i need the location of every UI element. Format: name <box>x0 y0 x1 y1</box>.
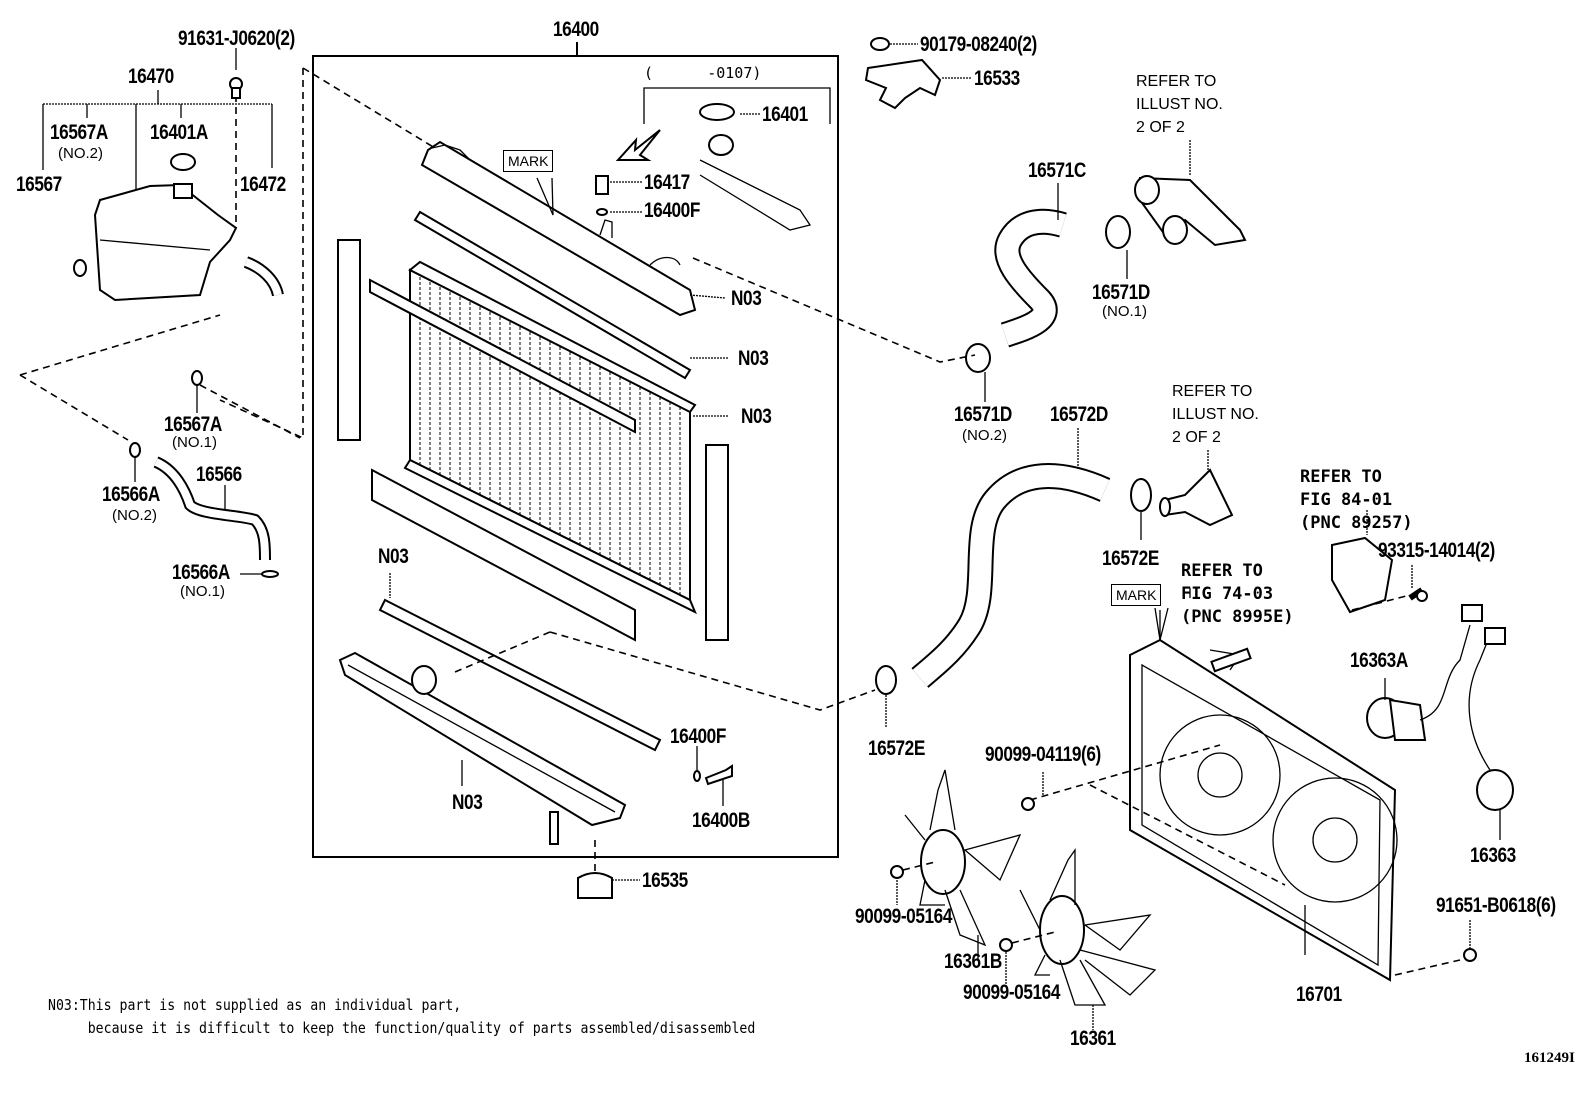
water-inlet-ref <box>1159 450 1234 527</box>
date-range-note: ( -0107) <box>644 64 762 82</box>
part-label-16472[interactable]: 16472 <box>240 173 286 196</box>
part-label-16400F-upper[interactable]: 16400F <box>644 199 700 222</box>
footnote-line-2: because it is difficult to keep the func… <box>48 1019 756 1037</box>
part-label-16566[interactable]: 16566 <box>196 463 242 486</box>
fan-16361 <box>999 847 1157 1030</box>
part-label-N03-lower-tank[interactable]: N03 <box>452 791 483 814</box>
radiator-group-frame <box>312 42 839 858</box>
refer-fig-74-03-note[interactable]: REFER TO FIG 74-03 (PNC 8995E) <box>1181 561 1294 627</box>
refer-fig-84-01-note[interactable]: REFER TO FIG 84-01 (PNC 89257) <box>1300 467 1413 533</box>
mark-pointer-top <box>536 177 554 216</box>
fan-relay <box>1331 510 1428 614</box>
bracket-16533 <box>864 37 972 110</box>
part-label-16567A-no2[interactable]: 16567A <box>50 121 108 144</box>
fan-motors <box>1366 604 1514 840</box>
part-sub-16567A-no2: (NO.2) <box>58 145 103 162</box>
mark-callout-shroud: MARK <box>1111 584 1162 606</box>
radiator-lower-tank <box>338 651 627 845</box>
side-seals <box>337 239 729 642</box>
part-label-16400B[interactable]: 16400B <box>692 809 750 832</box>
part-label-90179-08240[interactable]: 90179-08240(2) <box>920 33 1037 56</box>
part-label-N03-core[interactable]: N03 <box>741 405 772 428</box>
part-label-N03-upper-tank[interactable]: N03 <box>731 287 762 310</box>
part-label-16571D-no1[interactable]: 16571D <box>1092 281 1150 304</box>
footnote-line-1: N03:This part is not supplied as an indi… <box>48 996 462 1014</box>
gasket-lower <box>378 598 662 752</box>
part-label-16572D[interactable]: 16572D <box>1050 403 1108 426</box>
radiator-core <box>403 260 728 615</box>
drain-cock-16400B <box>693 746 733 806</box>
part-label-16401A[interactable]: 16401A <box>150 121 208 144</box>
refer-illust-note-2[interactable]: REFER TO ILLUST NO. 2 OF 2 <box>1172 383 1259 446</box>
part-label-16572E-upper[interactable]: 16572E <box>1102 547 1159 570</box>
part-label-16361B[interactable]: 16361B <box>944 950 1002 973</box>
part-label-93315-14014[interactable]: 93315-14014(2) <box>1378 539 1495 562</box>
illustration-code: 161249I <box>1524 1050 1575 1066</box>
part-sub-16571D-no2: (NO.2) <box>962 427 1007 444</box>
fan-shroud-16701 <box>1029 610 1477 982</box>
part-label-90099-04119[interactable]: 90099-04119(6) <box>985 743 1101 766</box>
part-label-16571C[interactable]: 16571C <box>1028 159 1086 182</box>
part-label-16566A-no1[interactable]: 16566A <box>172 561 230 584</box>
part-label-90099-05164-a[interactable]: 90099-05164 <box>855 905 953 928</box>
part-label-91651-B0618[interactable]: 91651-B0618(6) <box>1436 894 1556 917</box>
part-label-16470[interactable]: 16470 <box>128 65 174 88</box>
clamps-small <box>73 259 279 578</box>
part-sub-16571D-no1: (NO.1) <box>1102 303 1147 320</box>
mark-callout-top: MARK <box>503 150 554 172</box>
part-label-16400[interactable]: 16400 <box>553 18 599 41</box>
part-label-91631-J0620[interactable]: 91631-J0620(2) <box>178 27 295 50</box>
refer-illust-note-1[interactable]: REFER TO ILLUST NO. 2 OF 2 <box>1136 73 1223 136</box>
part-label-16363A[interactable]: 16363A <box>1350 649 1408 672</box>
radiator-cap-16401 <box>595 87 831 231</box>
part-sub-16566A-no1: (NO.1) <box>180 583 225 600</box>
part-label-16572E-lower[interactable]: 16572E <box>868 737 925 760</box>
part-label-16567[interactable]: 16567 <box>16 173 62 196</box>
part-label-90099-05164-b[interactable]: 90099-05164 <box>963 981 1061 1004</box>
part-label-16567A-no1[interactable]: 16567A <box>164 413 222 436</box>
cushion-16535 <box>577 840 640 899</box>
reservoir-tank-16470 <box>93 77 243 302</box>
radiator-upper-tank <box>420 140 726 317</box>
part-label-N03-gasket[interactable]: N03 <box>738 347 769 370</box>
part-label-16533[interactable]: 16533 <box>974 67 1020 90</box>
part-label-N03-lower-gasket[interactable]: N03 <box>378 545 409 568</box>
part-label-16361[interactable]: 16361 <box>1070 1027 1116 1050</box>
water-outlet-ref <box>1134 140 1247 247</box>
part-label-16566A-no2[interactable]: 16566A <box>102 483 160 506</box>
hose-16567 <box>14 263 301 441</box>
reservoir-group-bracket <box>42 48 436 440</box>
lower-hose-16572D <box>875 428 1152 728</box>
part-label-16417[interactable]: 16417 <box>644 171 690 194</box>
part-label-16701[interactable]: 16701 <box>1296 983 1342 1006</box>
part-label-16535[interactable]: 16535 <box>642 869 688 892</box>
fan-16361B <box>890 769 1044 960</box>
part-label-16363[interactable]: 16363 <box>1470 844 1516 867</box>
gasket-upper <box>413 210 692 380</box>
part-sub-16566A-no2: (NO.2) <box>112 507 157 524</box>
mark-pointer-shroud <box>1154 607 1169 641</box>
part-label-16571D-no2[interactable]: 16571D <box>954 403 1012 426</box>
part-sub-16567A-no1: (NO.1) <box>172 434 217 451</box>
part-label-16401[interactable]: 16401 <box>762 103 808 126</box>
part-label-16400F-lower[interactable]: 16400F <box>670 725 726 748</box>
upper-hose-16571C <box>692 183 1131 402</box>
